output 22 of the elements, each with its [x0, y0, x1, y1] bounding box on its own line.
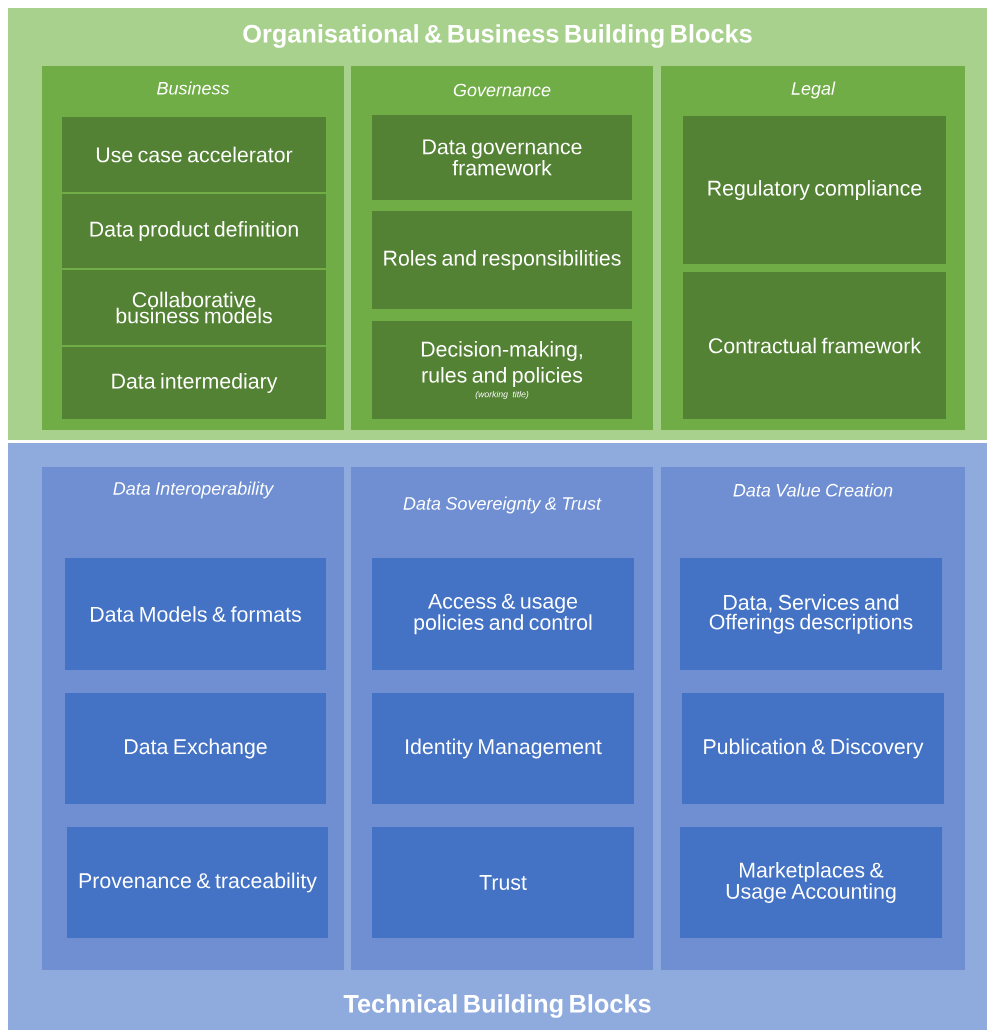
building-block-box: Access & usage policies and control [372, 558, 634, 670]
node-label: Data product definition [90, 221, 298, 241]
building-block-box: Publication & Discovery [682, 693, 944, 804]
node-label: Data intermediary [112, 373, 278, 393]
building-block-box: Trust [372, 827, 634, 938]
building-block-box: Identity Management [372, 693, 634, 804]
building-block-box: Contractual framework [683, 272, 946, 419]
building-block-box: Provenance & traceability [67, 827, 328, 938]
node-label: Use case accelerator [96, 146, 293, 163]
building-block-box: Marketplaces & Usage Accounting [680, 827, 942, 938]
building-block-box: Use case accelerator [62, 117, 326, 192]
building-block-box: Decision-making, rules and policies (working title) [372, 321, 632, 419]
node-label: Collaborative business models [116, 291, 272, 324]
building-block-box: Data Models & formats [65, 558, 326, 670]
building-block-box: Roles and responsibilities [372, 211, 632, 309]
building-block-box: Regulatory compliance [683, 116, 946, 264]
building-block-box: Data intermediary [62, 347, 326, 419]
building-block-box: Data, Services and Offerings descriptions [680, 558, 942, 670]
building-block-box: Collaborative business models [62, 270, 326, 345]
building-block-box: Data Exchange [65, 693, 326, 804]
building-block-box: Data product definition [62, 194, 326, 268]
building-block-box: Data governance framework [372, 115, 632, 200]
